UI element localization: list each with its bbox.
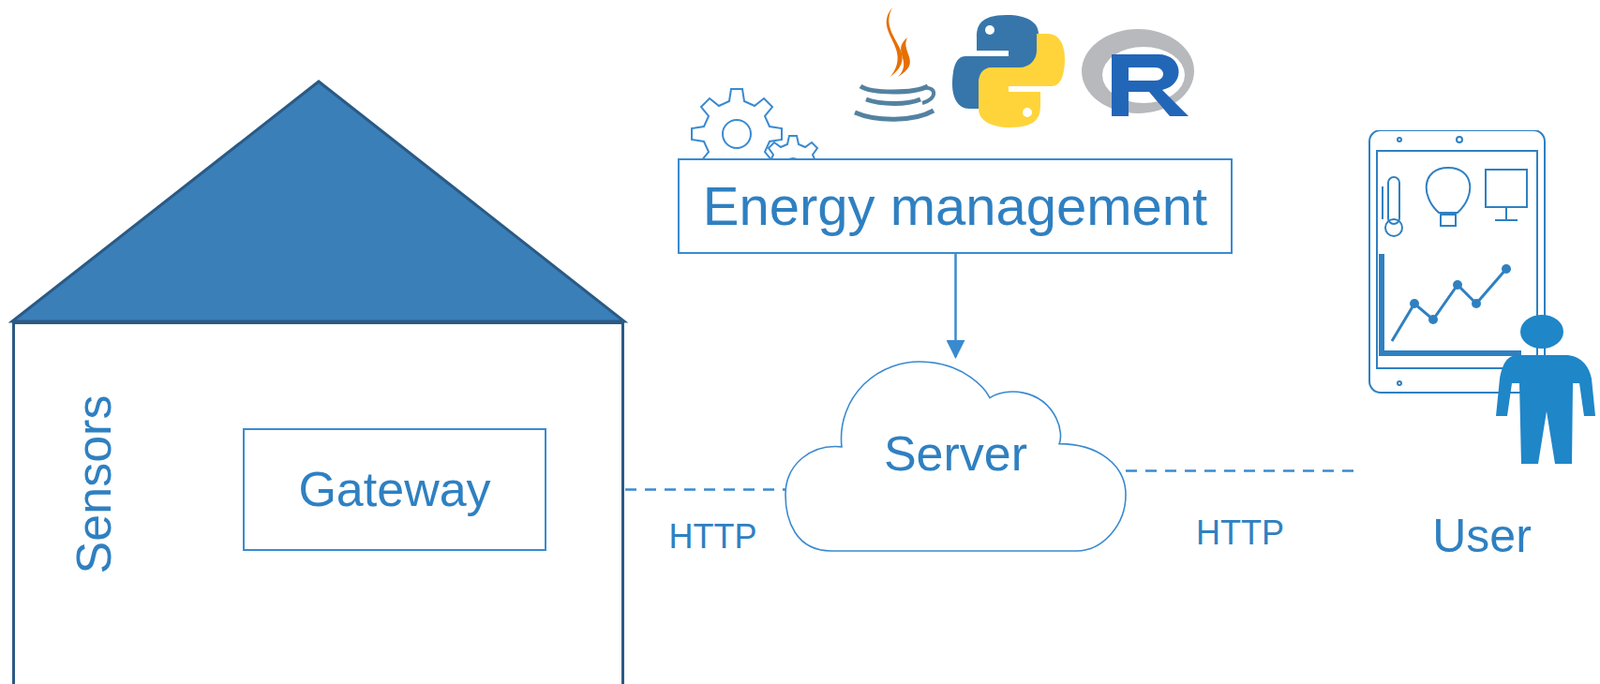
user-illustration [1354, 130, 1599, 563]
rect-node: Energy management [677, 158, 1233, 255]
cloud-node: Server [785, 357, 1126, 552]
protocol-label: HTTP [666, 518, 761, 556]
node-label: Sensors [67, 395, 121, 575]
user-node: User [1354, 130, 1599, 563]
node-label: Gateway [298, 463, 491, 517]
r-logo [1081, 29, 1195, 117]
house-roof [12, 81, 625, 322]
connector [1125, 469, 1355, 473]
node-label: Energy management [702, 176, 1208, 237]
connector [954, 254, 958, 358]
node-label: Server [883, 427, 1028, 481]
house-node: Sensors Gateway [12, 321, 625, 684]
java-logo [854, 7, 934, 120]
python-logo [952, 14, 1065, 128]
protocol-label: HTTP [1193, 514, 1287, 553]
rect-node: Gateway [242, 428, 547, 552]
node-label: User [1432, 510, 1532, 563]
